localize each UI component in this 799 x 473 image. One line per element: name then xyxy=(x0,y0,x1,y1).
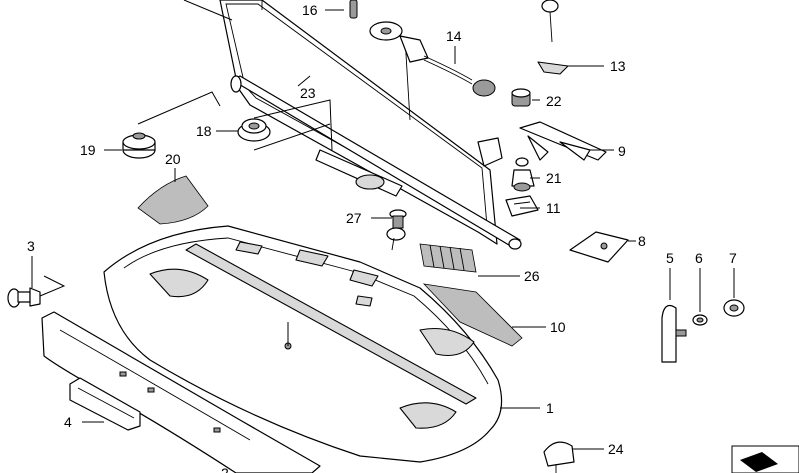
callout-9: 9 xyxy=(618,143,626,159)
part-9-bracket xyxy=(519,121,607,161)
part-26-pad xyxy=(419,243,477,273)
part-23-roller-blind xyxy=(219,0,522,250)
callout-27: 27 xyxy=(346,210,362,226)
callout-14: 14 xyxy=(446,28,462,44)
part-1-parcel-shelf xyxy=(103,225,503,463)
callout-4: 4 xyxy=(64,414,72,430)
part-20-cover xyxy=(137,175,209,225)
part-6-washer xyxy=(692,314,708,326)
callout-1: 1 xyxy=(546,400,554,416)
callout-21: 21 xyxy=(546,170,562,186)
part-13-clip xyxy=(537,0,569,75)
callout-16: 16 xyxy=(302,2,318,18)
part-11-bracket xyxy=(505,195,539,217)
callout-11: 11 xyxy=(546,200,561,216)
catalog-logo-mark xyxy=(731,445,799,473)
callout-labels: 16 14 13 22 9 21 11 27 8 26 10 1 24 19 1… xyxy=(27,2,737,473)
callout-24: 24 xyxy=(608,441,624,457)
callout-7: 7 xyxy=(729,250,737,266)
part-27-screw xyxy=(386,209,407,251)
leader-lines xyxy=(31,0,735,450)
callout-18: 18 xyxy=(196,123,212,139)
part-21-expander xyxy=(511,157,535,192)
callout-6: 6 xyxy=(695,250,703,266)
part-14-cable xyxy=(369,21,496,97)
callout-22: 22 xyxy=(546,93,562,109)
callout-20: 20 xyxy=(165,151,181,167)
callout-10: 10 xyxy=(550,319,566,335)
callout-3: 3 xyxy=(27,238,35,254)
part-3-push-clip xyxy=(7,287,41,308)
part-22-nut xyxy=(511,88,531,107)
part-4-plate xyxy=(69,377,141,431)
callout-5: 5 xyxy=(666,250,674,266)
callout-13: 13 xyxy=(610,58,626,74)
part-8-clip xyxy=(569,231,629,263)
part-16-bolt xyxy=(349,0,358,19)
part-18-grommet xyxy=(237,118,271,142)
callout-8: 8 xyxy=(638,233,646,249)
part-19-grommet xyxy=(122,132,156,159)
callout-26: 26 xyxy=(524,268,540,284)
callout-19: 19 xyxy=(80,142,96,158)
part-24-cap xyxy=(543,441,575,473)
callout-2: 2 xyxy=(221,465,229,473)
callout-23: 23 xyxy=(300,85,316,101)
part-7-grommet xyxy=(723,299,745,317)
part-5-fastener xyxy=(661,305,687,363)
part-10-strip xyxy=(422,283,523,347)
